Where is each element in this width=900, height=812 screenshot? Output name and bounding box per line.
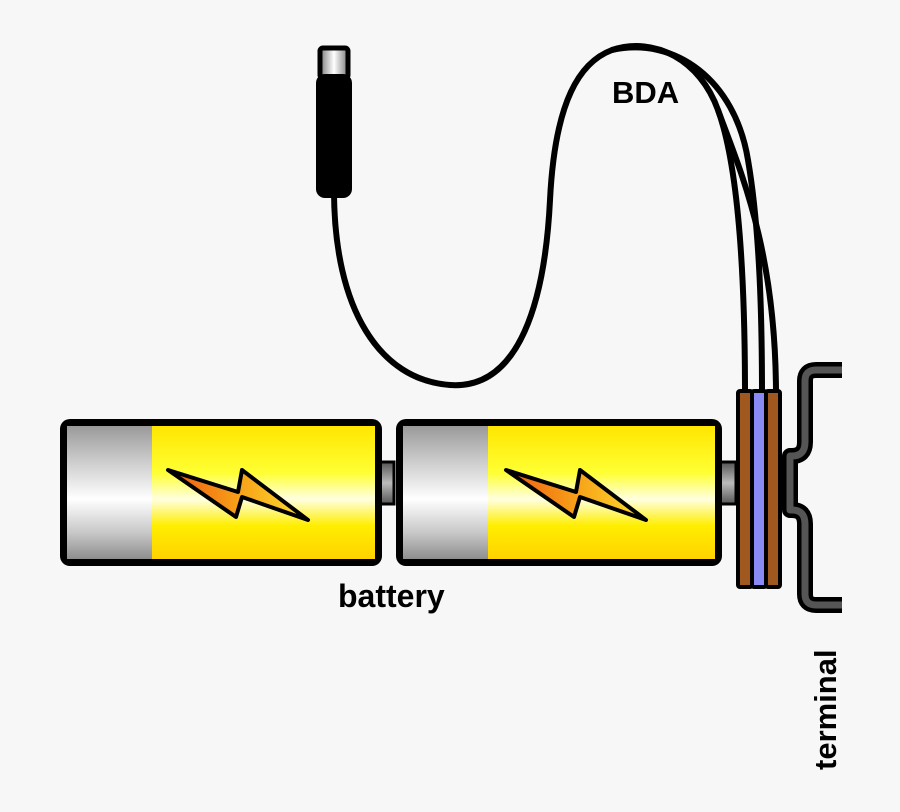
- plug-tip: [317, 45, 351, 81]
- contact-strip-blue: [750, 389, 768, 589]
- bda-cable: [331, 43, 779, 398]
- terminal-label: terminal: [808, 649, 843, 770]
- bda-label: BDA: [612, 75, 679, 110]
- plug-body: [316, 74, 352, 198]
- battery-label: battery: [338, 578, 445, 614]
- bda-contact-strips: [736, 389, 782, 589]
- lightning-bolt-icon: [166, 468, 310, 522]
- contact-strip-brown-2: [764, 389, 782, 589]
- lightning-bolt-icon: [504, 468, 648, 522]
- plug-connector-icon: [316, 45, 352, 198]
- battery-cell-1: [60, 419, 396, 566]
- cable-wire: [331, 43, 748, 398]
- contact-strip-brown-1: [736, 389, 754, 589]
- battery-cell-2: [396, 419, 738, 566]
- cable-wire-3: [715, 107, 779, 398]
- terminal-bracket: [782, 362, 842, 613]
- cable-wire-2: [609, 44, 765, 398]
